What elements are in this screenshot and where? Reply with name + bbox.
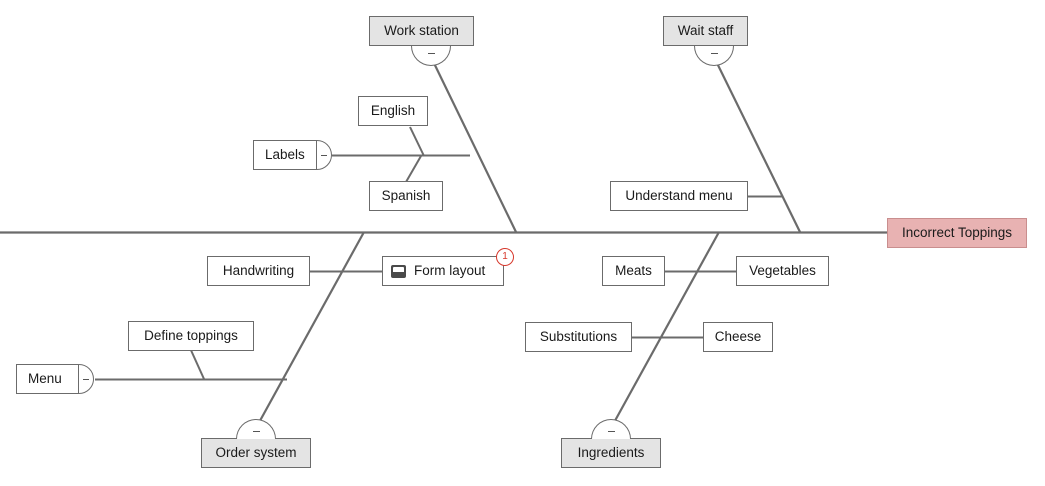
root-box-menu[interactable]: Menu (16, 364, 78, 394)
cause-box-handwriting[interactable]: Handwriting (207, 256, 310, 286)
cause-box-meats[interactable]: Meats (602, 256, 665, 286)
cause-label: English (370, 103, 416, 119)
cause-label: Handwriting (222, 263, 295, 279)
category-label: Wait staff (677, 23, 734, 39)
cause-label: Understand menu (625, 188, 733, 204)
bone-work-station (430, 56, 517, 233)
cause-box-english[interactable]: English (358, 96, 428, 126)
cause-box-spanish[interactable]: Spanish (369, 181, 443, 211)
bone-order-system (255, 231, 365, 429)
cause-box-form-layout[interactable]: Form layout (382, 256, 504, 286)
cause-box-cheese[interactable]: Cheese (703, 322, 773, 352)
cause-label: Cheese (714, 329, 762, 345)
cause-label: Form layout (414, 263, 486, 279)
bone-wait-staff (713, 56, 801, 233)
cause-label: Spanish (381, 188, 431, 204)
category-label: Ingredients (577, 445, 645, 461)
category-box-ingredients[interactable]: Ingredients (561, 438, 661, 468)
minus-icon (427, 53, 435, 54)
category-box-wait-staff[interactable]: Wait staff (663, 16, 748, 46)
cause-label: Vegetables (749, 263, 816, 279)
badge-count: 1 (502, 251, 508, 262)
minus-icon (607, 431, 615, 432)
category-box-order-system[interactable]: Order system (201, 438, 311, 468)
cause-label: Meats (615, 263, 652, 279)
comment-count-badge[interactable]: 1 (496, 248, 514, 266)
category-label: Work station (384, 23, 459, 39)
cause-label: Substitutions (539, 329, 618, 345)
root-box-labels[interactable]: Labels (253, 140, 316, 170)
category-label: Order system (215, 445, 297, 461)
root-label: Labels (265, 147, 305, 163)
cause-box-substitutions[interactable]: Substitutions (525, 322, 632, 352)
cause-label: Define toppings (144, 328, 238, 344)
cause-box-vegetables[interactable]: Vegetables (736, 256, 829, 286)
effect-label: Incorrect Toppings (901, 225, 1013, 241)
minus-icon (83, 378, 89, 380)
stub-spanish (405, 155, 422, 183)
minus-icon (252, 431, 260, 432)
stub-english (409, 126, 425, 157)
category-box-work-station[interactable]: Work station (369, 16, 474, 46)
cause-box-understand-menu[interactable]: Understand menu (610, 181, 748, 211)
root-label: Menu (28, 371, 62, 387)
stub-define-toppings (189, 347, 205, 380)
note-icon (391, 264, 406, 278)
bone-ingredients (610, 231, 720, 429)
minus-icon (710, 53, 718, 54)
effect-box-incorrect-toppings[interactable]: Incorrect Toppings (887, 218, 1027, 248)
minus-icon (321, 154, 327, 156)
cause-box-define-toppings[interactable]: Define toppings (128, 321, 254, 351)
